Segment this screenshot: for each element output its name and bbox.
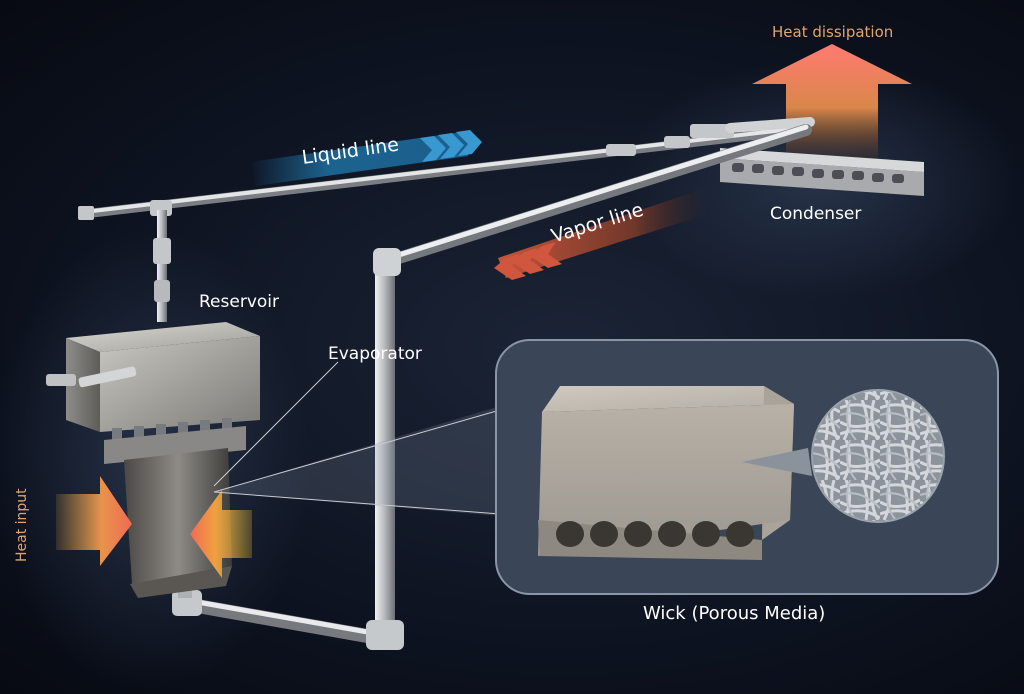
reservoir	[46, 322, 260, 464]
wick-block	[538, 386, 794, 560]
evaporator-label: Evaporator	[328, 344, 422, 364]
reservoir-inlet-pipe	[153, 210, 171, 322]
heat-input-arrow-right	[190, 490, 252, 578]
liquid-line-chevrons	[420, 130, 482, 162]
evaporator-callout-line	[213, 361, 339, 487]
wick-callout-line-top	[213, 409, 501, 493]
liquid-line-pipe	[78, 117, 815, 220]
microscope-pointer	[742, 448, 812, 476]
heat-input-label: Heat input	[14, 488, 30, 562]
heat-input-arrow-left	[56, 476, 132, 566]
liquid-line-banner	[250, 132, 470, 186]
porous-media-microscope-view	[811, 389, 945, 523]
wick-callout-beam	[214, 406, 500, 516]
condenser-label: Condenser	[770, 204, 862, 224]
wick-callout-line-bottom	[213, 491, 501, 515]
wick-label: Wick (Porous Media)	[643, 603, 826, 624]
vapor-line-chevrons	[494, 242, 562, 280]
heat-dissipation-label: Heat dissipation	[772, 23, 894, 41]
reservoir-label: Reservoir	[199, 292, 279, 312]
vapor-line-pipe	[373, 124, 812, 626]
condenser	[720, 148, 924, 196]
